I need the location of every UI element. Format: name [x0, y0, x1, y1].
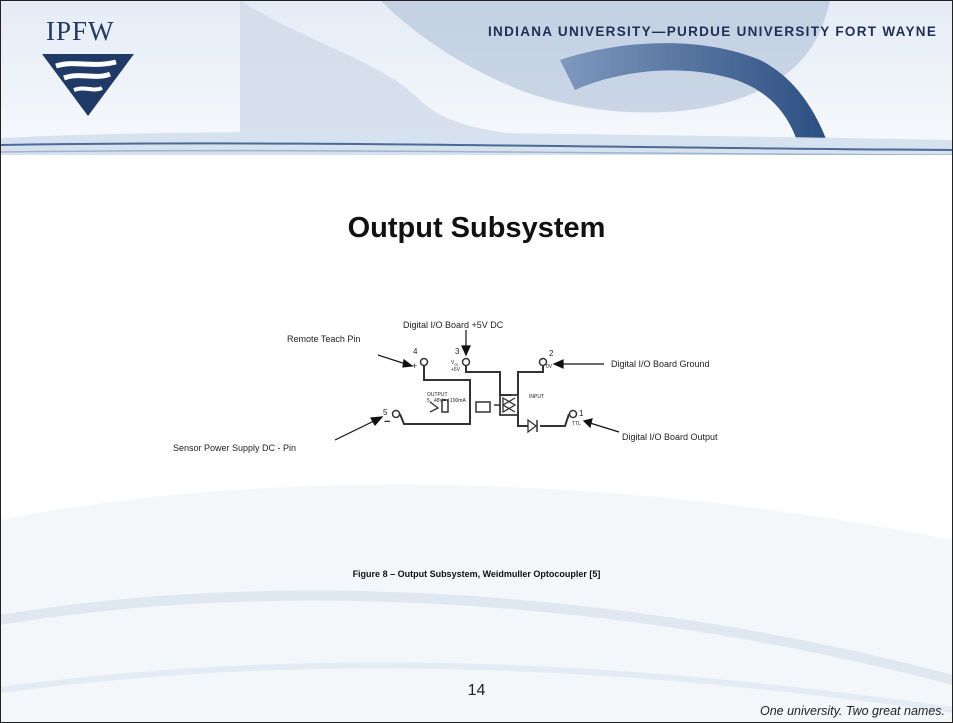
- pin-3-vcc-mark: Vcc: [451, 360, 459, 367]
- pin-3-label: 3: [455, 347, 460, 356]
- pin-2-0v-mark: 0V: [546, 364, 553, 370]
- pin-1-terminal: [568, 409, 578, 419]
- pin-2-label: 2: [549, 349, 554, 358]
- pin-1-label: 1: [579, 409, 584, 418]
- pin-4-plus-mark: +: [412, 361, 418, 371]
- callout-sensor-power: Sensor Power Supply DC - Pin: [173, 443, 297, 453]
- pin-4-label: 4: [413, 347, 418, 356]
- arrow-sensor-power: [334, 419, 377, 441]
- callout-remote-teach-pin: Remote Teach Pin: [287, 334, 361, 344]
- pin-3-plus5-mark: +5V: [451, 367, 461, 373]
- page-number: 14: [467, 682, 486, 699]
- slide-title: Output Subsystem: [347, 212, 606, 244]
- pin-5-terminal: [391, 409, 401, 419]
- pin-1-ttl-mark: TTL: [572, 421, 581, 427]
- figure-caption: Figure 8 – Output Subsystem, Weidmuller …: [352, 569, 601, 579]
- device-output-label: OUTPUT: [427, 392, 448, 398]
- callout-vdc5: Digital I/O Board +5V DC: [403, 320, 504, 330]
- pin-5-minus-mark: −: [384, 416, 391, 428]
- callout-io-output: Digital I/O Board Output: [622, 432, 718, 442]
- device-output-range: 5...48V= / 100mA: [427, 398, 466, 404]
- arrow-io-output: [589, 422, 620, 433]
- pin-2-terminal: [538, 357, 548, 367]
- pin-4-terminal: [419, 357, 429, 367]
- pin-5-label: 5: [383, 408, 388, 417]
- tagline: One university. Two great names.: [759, 704, 945, 718]
- pin-3-terminal: [461, 357, 471, 367]
- device-input-label: INPUT: [529, 394, 544, 400]
- callout-ground: Digital I/O Board Ground: [611, 359, 710, 369]
